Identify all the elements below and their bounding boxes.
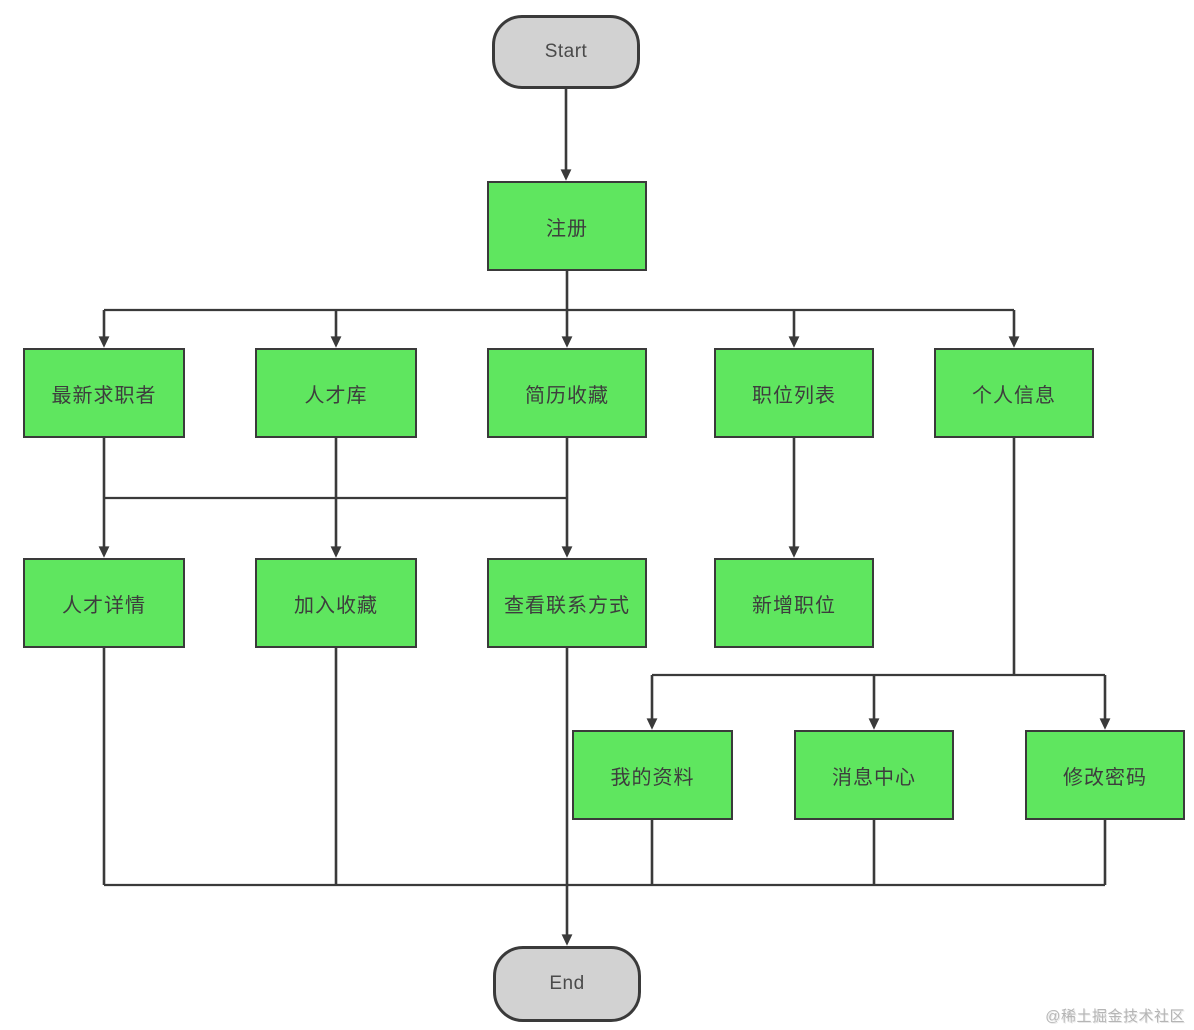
node-label: 职位列表: [752, 384, 836, 407]
node-my-profile: 我的资料: [572, 730, 733, 820]
node-personal-info: 个人信息: [934, 348, 1094, 438]
node-job-list: 职位列表: [714, 348, 874, 438]
node-label: 个人信息: [972, 384, 1056, 407]
node-label: 新增职位: [752, 594, 836, 617]
watermark-text: @稀土掘金技术社区: [1045, 1008, 1185, 1025]
node-label: 修改密码: [1063, 766, 1147, 789]
node-talent-detail: 人才详情: [23, 558, 185, 648]
node-label: 人才详情: [62, 594, 146, 617]
node-view-contact: 查看联系方式: [487, 558, 647, 648]
node-newest-seekers: 最新求职者: [23, 348, 185, 438]
node-label: 简历收藏: [525, 384, 609, 407]
node-change-password: 修改密码: [1025, 730, 1185, 820]
node-resume-favorites: 简历收藏: [487, 348, 647, 438]
node-label: 注册: [546, 217, 588, 240]
node-label: Start: [544, 41, 588, 62]
node-label: 加入收藏: [294, 594, 378, 617]
node-talent-pool: 人才库: [255, 348, 417, 438]
node-start: Start: [492, 15, 640, 89]
node-message-center: 消息中心: [794, 730, 954, 820]
node-label: 我的资料: [610, 766, 695, 789]
node-label: 人才库: [304, 384, 368, 407]
node-register: 注册: [487, 181, 647, 271]
node-label: 消息中心: [832, 766, 916, 789]
node-end: End: [493, 946, 641, 1022]
node-new-job: 新增职位: [714, 558, 874, 648]
node-label: End: [549, 973, 585, 994]
node-label: 查看联系方式: [504, 594, 630, 617]
node-add-favorite: 加入收藏: [255, 558, 417, 648]
node-label: 最新求职者: [51, 384, 157, 407]
